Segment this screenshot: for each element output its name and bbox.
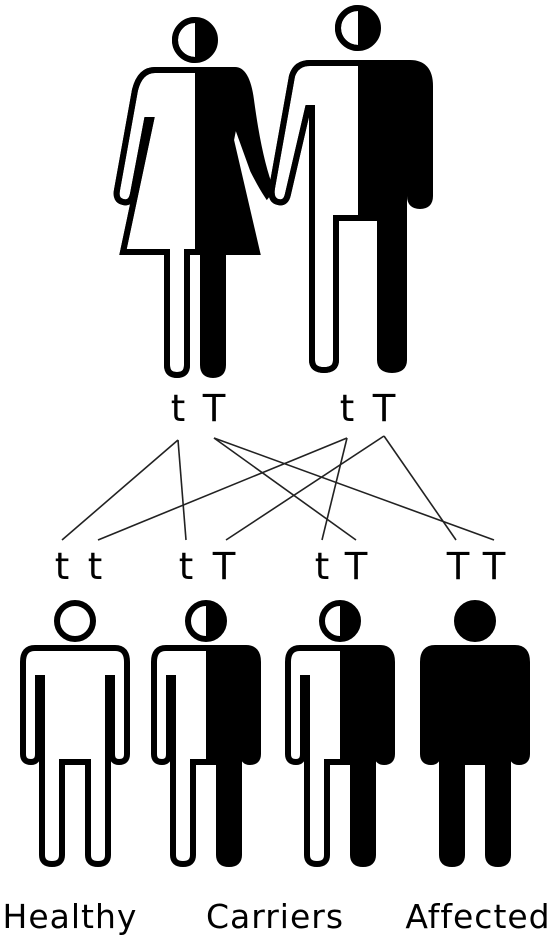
child-affected-figure (423, 603, 527, 864)
child-4-allele-2: T (482, 545, 506, 588)
child-1-allele-1: t (55, 545, 70, 588)
caption-affected: Affected (405, 897, 550, 935)
child-healthy-figure (23, 603, 127, 864)
caption-carriers: Carriers (206, 897, 344, 935)
child-carrier-figure (288, 603, 392, 864)
cross-line (97, 437, 348, 541)
cross-lines (61, 435, 495, 541)
cross-line (213, 437, 495, 541)
cross-line (177, 439, 187, 541)
cross-line (321, 437, 348, 541)
cross-line (225, 435, 385, 541)
caption-healthy: Healthy (3, 897, 138, 935)
child-3-allele-2: T (344, 545, 368, 588)
father-figure (272, 8, 430, 370)
father-allele-1: t (340, 387, 355, 430)
cross-line (213, 437, 357, 541)
cross-line (383, 435, 457, 541)
child-4-allele-1: T (446, 545, 470, 588)
child-1-allele-2: t (88, 545, 103, 588)
mother-figure (117, 20, 271, 375)
father-allele-2: T (372, 387, 396, 430)
mother-allele-2: T (202, 387, 226, 430)
mother-allele-1: t (171, 387, 186, 430)
child-2-allele-1: t (179, 545, 194, 588)
cross-line (61, 439, 179, 541)
child-2-allele-2: T (212, 545, 236, 588)
child-3-allele-1: t (315, 545, 330, 588)
child-carrier-figure (154, 603, 258, 864)
